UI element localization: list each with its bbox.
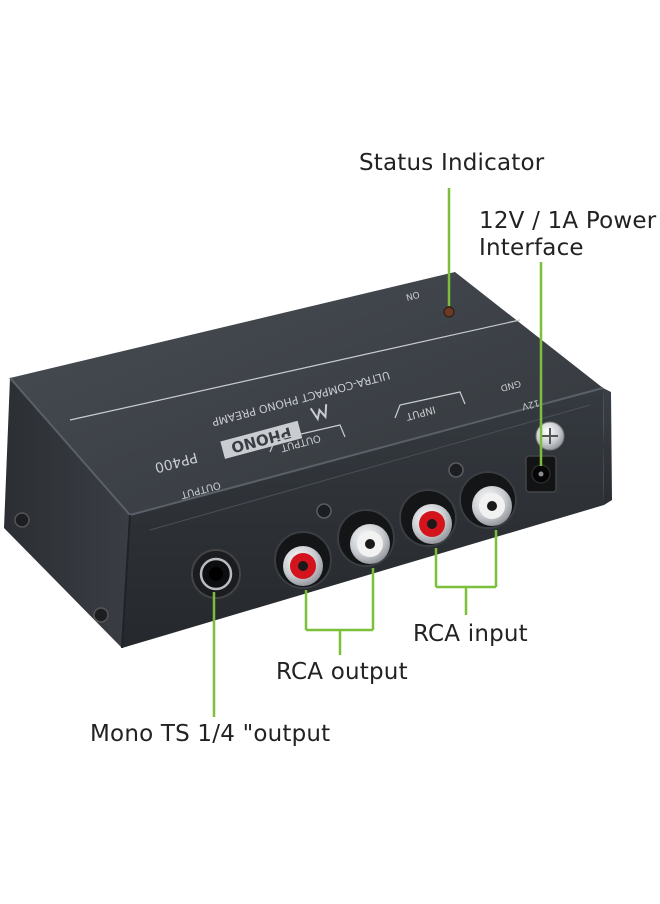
- rca-output-white-icon: [337, 509, 395, 567]
- top-panel: [10, 272, 603, 515]
- rca-input-red-icon: [399, 489, 457, 547]
- rca-output-red-icon: [274, 531, 332, 589]
- front-mid-screw-icon: [316, 503, 332, 519]
- front-connectors: [191, 421, 565, 599]
- gnd-screw-icon: [535, 421, 565, 451]
- mono-output-callout: Mono TS 1/4 "output: [90, 721, 331, 747]
- power-interface-callout-line1: 12V / 1A Power: [479, 208, 657, 234]
- device-body: [4, 272, 612, 649]
- status-indicator-callout: Status Indicator: [359, 150, 545, 176]
- front-right-screw-icon: [448, 462, 464, 478]
- rca-input-callout: RCA input: [413, 621, 528, 647]
- mono-jack-icon: [191, 549, 241, 599]
- leader-lines: [212, 188, 543, 717]
- dc-power-jack-icon: [525, 455, 557, 493]
- front-screw-icon: [93, 607, 109, 623]
- status-led-icon: [443, 306, 455, 318]
- rca-input-white-icon: [459, 471, 517, 529]
- left-side-panel: [4, 378, 130, 648]
- right-end-panel: [603, 388, 612, 505]
- power-label: 12V: [520, 397, 540, 411]
- rca-output-callout: RCA output: [276, 659, 408, 685]
- side-screw-icon: [14, 512, 30, 528]
- power-interface-callout-line2: Interface: [479, 235, 584, 261]
- brand-logo: [309, 404, 328, 422]
- on-label: ON: [405, 288, 421, 301]
